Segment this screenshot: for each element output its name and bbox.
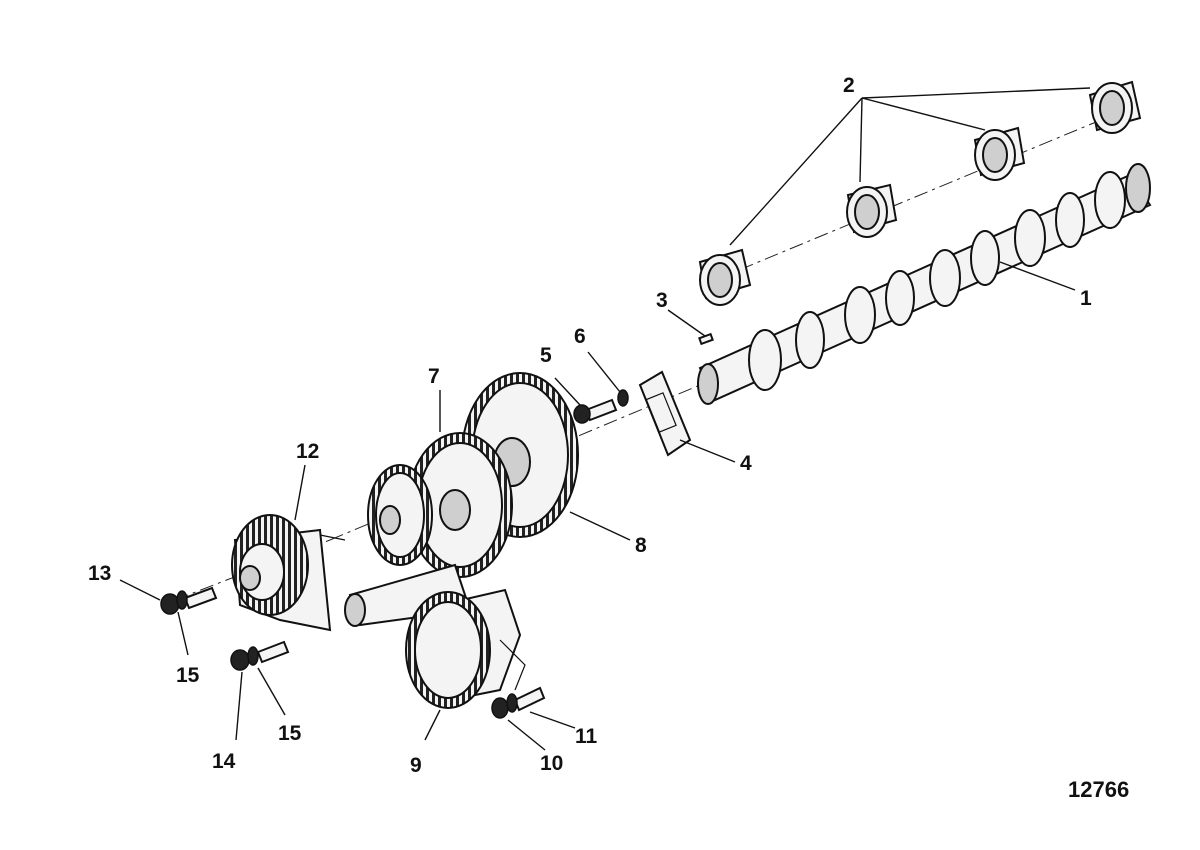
callout-15-lower: 15 bbox=[278, 722, 302, 745]
callout-13: 13 bbox=[88, 562, 111, 585]
callout-2: 2 bbox=[843, 74, 855, 97]
crankshaft-gear bbox=[367, 464, 433, 566]
woodruff-key bbox=[698, 332, 714, 346]
camshaft-bearings bbox=[698, 80, 1142, 306]
callout-8: 8 bbox=[635, 534, 647, 557]
callout-7: 7 bbox=[428, 365, 440, 388]
callout-4: 4 bbox=[740, 452, 752, 475]
pump-cover bbox=[231, 514, 332, 632]
bearing-axis-line bbox=[714, 109, 1126, 281]
leader-lines bbox=[119, 87, 1091, 751]
idler-gear bbox=[407, 432, 513, 578]
callout-10: 10 bbox=[540, 752, 563, 775]
camshaft-bearing bbox=[973, 126, 1026, 181]
pump-bolt bbox=[491, 686, 546, 719]
cover-bolt-upper bbox=[160, 586, 218, 615]
cover-bolt-lower bbox=[230, 640, 290, 671]
callout-14: 14 bbox=[212, 750, 236, 773]
callout-9: 9 bbox=[410, 754, 422, 777]
callout-15-upper: 15 bbox=[176, 664, 200, 687]
callout-3: 3 bbox=[656, 289, 668, 312]
callout-11: 11 bbox=[575, 725, 598, 748]
callout-labels: 1 2 3 4 5 6 7 8 9 10 11 12 13 14 15 15 1… bbox=[88, 74, 1129, 802]
camshaft-lobes bbox=[748, 163, 1151, 391]
callout-12: 12 bbox=[296, 440, 319, 463]
callout-5: 5 bbox=[540, 344, 552, 367]
camshaft-bearing bbox=[846, 183, 898, 238]
figure-number: 12766 bbox=[1068, 777, 1129, 802]
callout-6: 6 bbox=[574, 325, 586, 348]
camshaft-bearing bbox=[1088, 80, 1142, 134]
thrust-plate-washer bbox=[617, 389, 629, 407]
camshaft bbox=[697, 163, 1152, 405]
callout-1: 1 bbox=[1080, 287, 1092, 310]
thrust-plate-bolt bbox=[573, 398, 618, 424]
thrust-plate bbox=[638, 370, 692, 457]
pump-gear bbox=[405, 588, 522, 709]
camshaft-bearing bbox=[698, 248, 752, 306]
